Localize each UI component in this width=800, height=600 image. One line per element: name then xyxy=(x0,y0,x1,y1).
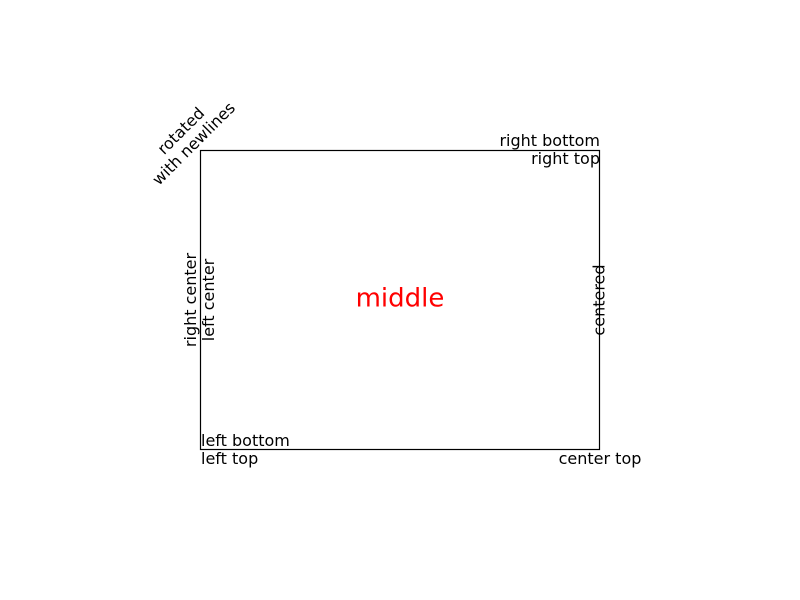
middle-label: middle xyxy=(356,284,445,314)
centered-label: centered xyxy=(590,264,609,335)
left-center-label: left center xyxy=(199,258,218,341)
left-top-label: left top xyxy=(201,449,258,468)
center-top-label: center top xyxy=(559,449,642,468)
right-top-label: right top xyxy=(531,149,600,168)
left-bottom-label: left bottom xyxy=(201,431,290,450)
right-center-label: right center xyxy=(181,253,200,348)
axes-frame xyxy=(199,149,601,451)
right-bottom-label: right bottom xyxy=(499,131,600,150)
